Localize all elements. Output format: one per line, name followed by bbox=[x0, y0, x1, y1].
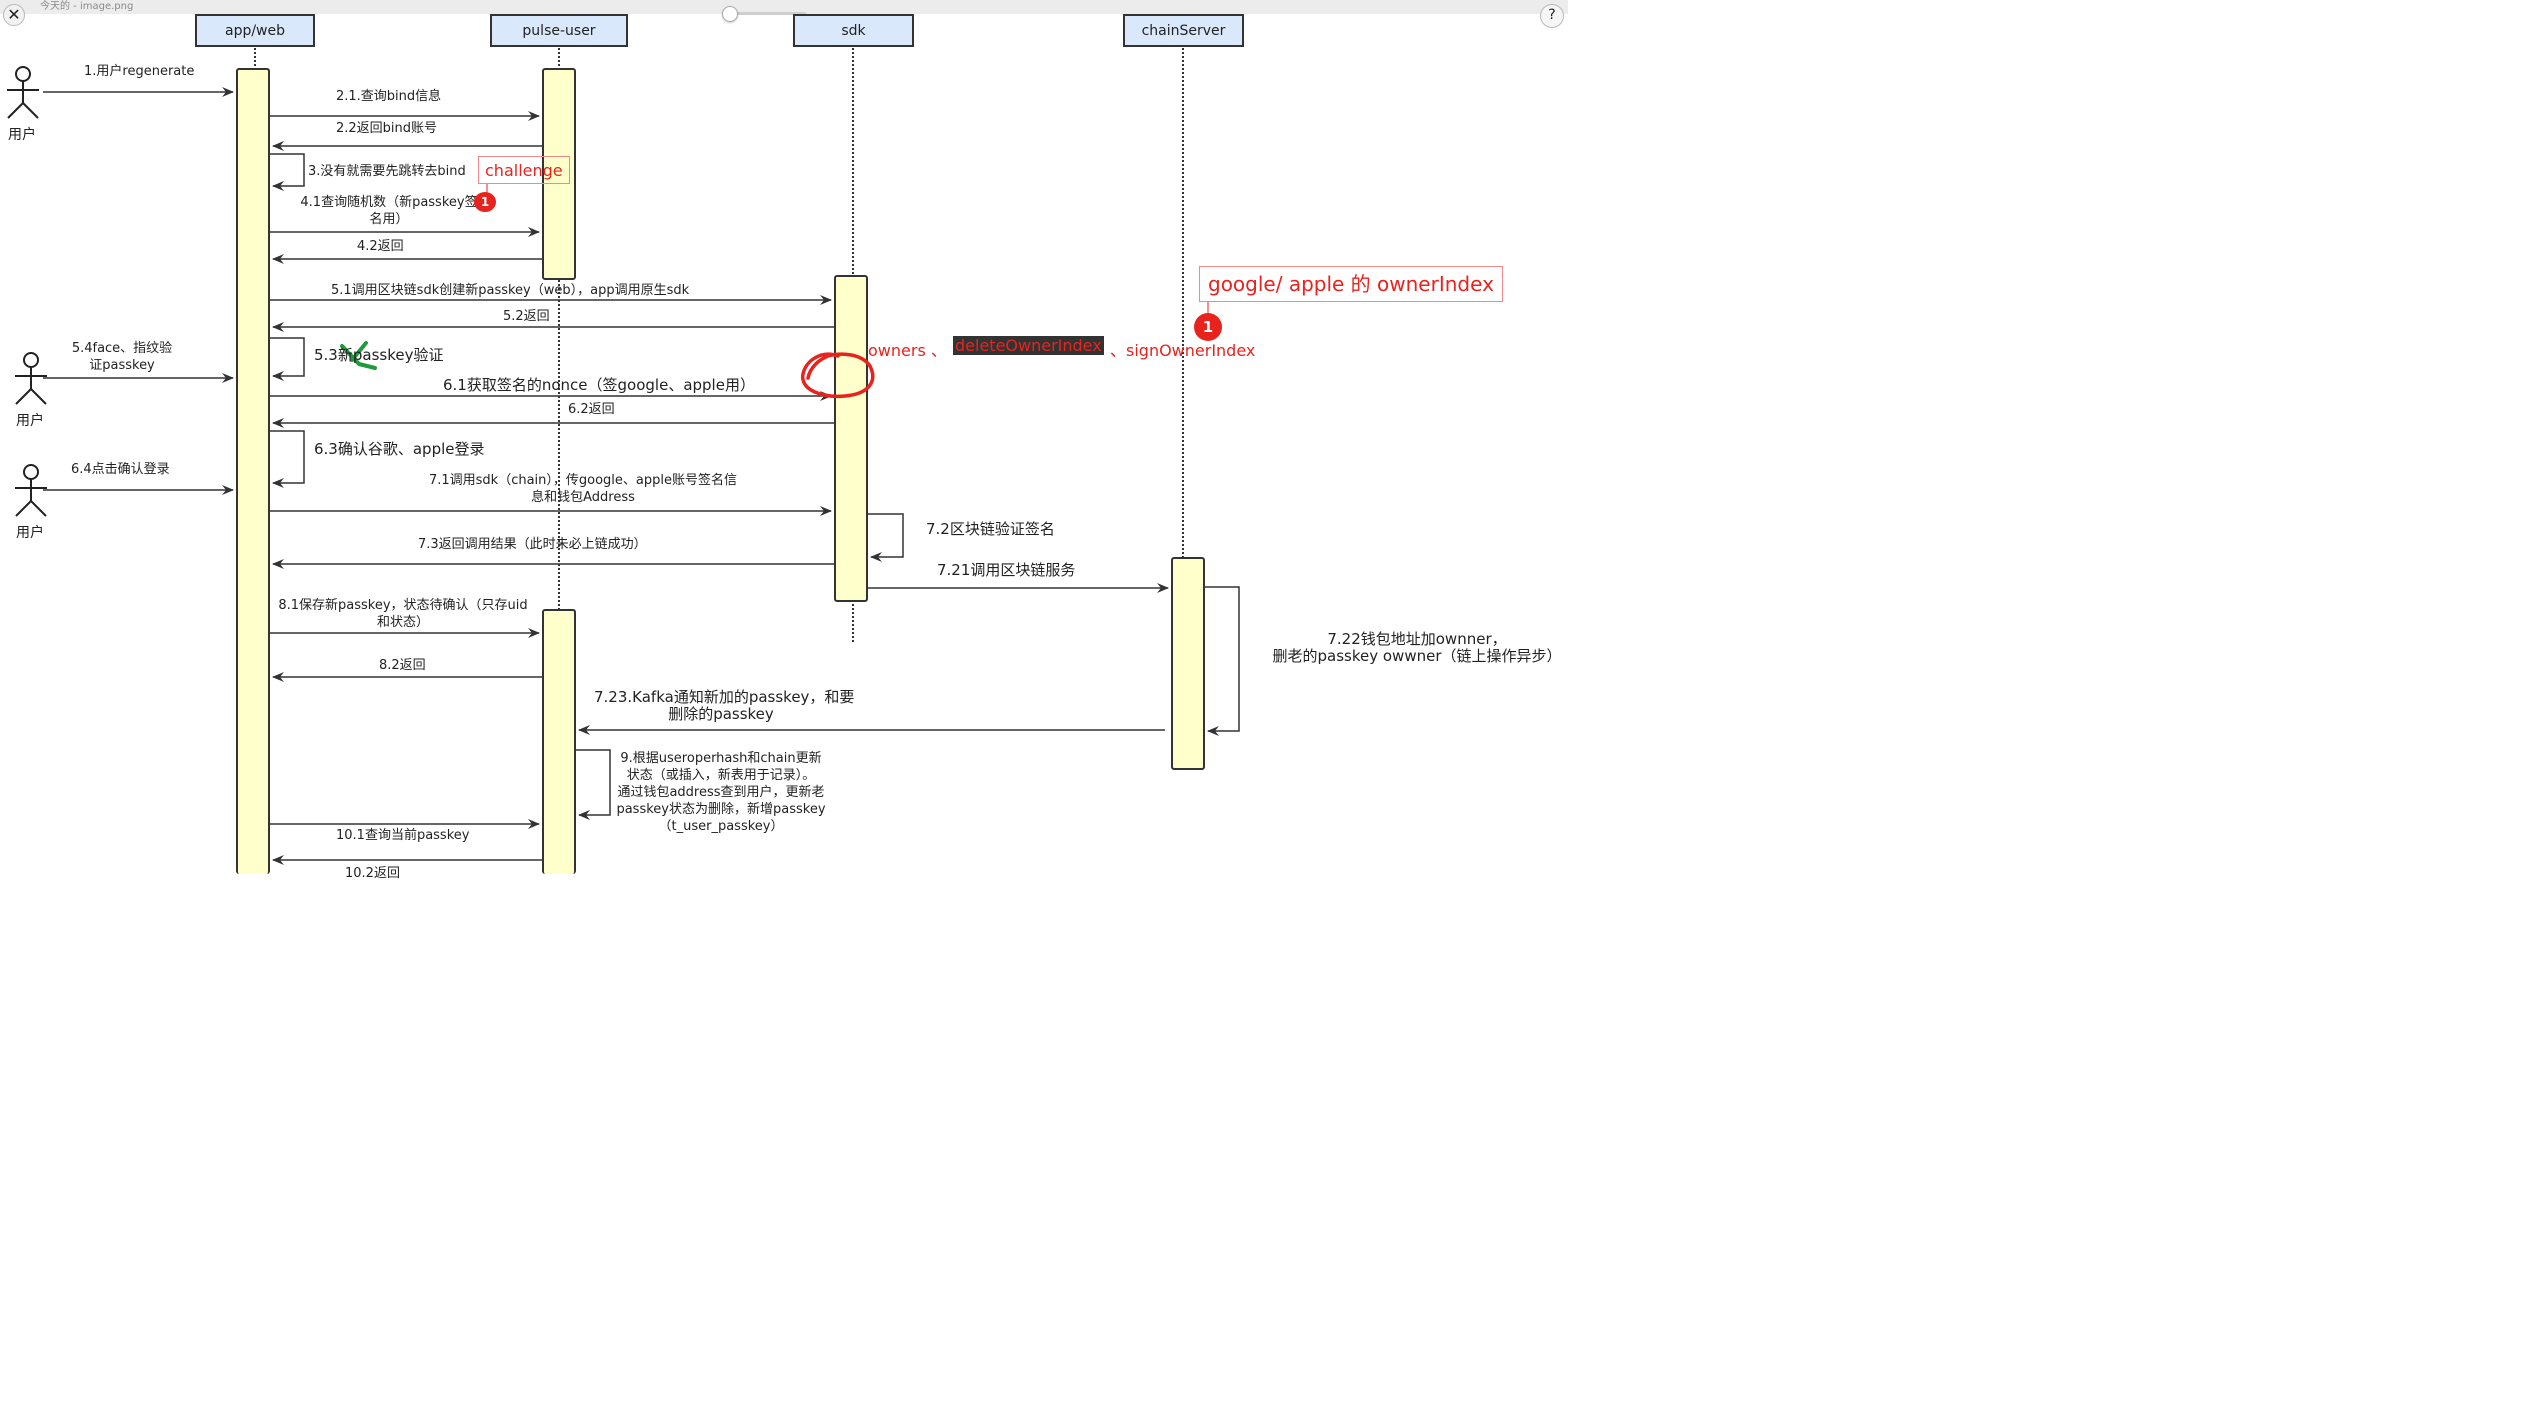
message-3: 3.没有就需要先跳转去bind bbox=[308, 164, 466, 179]
circle-scribble-icon bbox=[801, 352, 875, 399]
zoom-slider[interactable] bbox=[722, 6, 808, 22]
help-button[interactable]: ? bbox=[1540, 4, 1564, 28]
arrow-7-2 bbox=[868, 513, 904, 562]
message-4-2: 4.2返回 bbox=[357, 239, 404, 254]
image-title: 今天的 - image.png bbox=[40, 1, 134, 12]
arrow-5-3 bbox=[270, 337, 305, 381]
message-6-3: 6.3确认谷歌、apple登录 bbox=[314, 440, 485, 458]
message-7-1-line-2: 息和钱包Address bbox=[531, 490, 635, 505]
message-1: 1.用户regenerate bbox=[84, 64, 195, 79]
participant-pulse-user: pulse-user bbox=[490, 14, 628, 47]
message-8-1-line-1: 8.1保存新passkey，状态待确认（只存uid bbox=[278, 598, 528, 613]
challenge-annotation: challenge bbox=[478, 156, 570, 184]
message-7-23-line-1: 7.23.Kafka通知新加的passkey，和要 bbox=[594, 688, 855, 706]
lifeline-pulse-user bbox=[558, 48, 560, 874]
activation-pulse-user-1 bbox=[542, 68, 576, 280]
lifeline-chain-server bbox=[1182, 48, 1184, 558]
zoom-track bbox=[730, 12, 806, 15]
message-5-3: 5.3新passkey验证 bbox=[314, 346, 444, 364]
participant-sdk: sdk bbox=[793, 14, 914, 47]
message-8-1-line-2: 和状态） bbox=[376, 615, 429, 630]
message-7-2: 7.2区块链验证签名 bbox=[926, 520, 1055, 538]
message-9-line-4: passkey状态为删除，新增passkey bbox=[616, 802, 826, 817]
message-7-3: 7.3返回调用结果（此时未必上链成功） bbox=[418, 537, 647, 552]
message-9-line-3: 通过钱包address查到用户，更新老 bbox=[617, 785, 825, 800]
message-9-line-5: （t_user_passkey） bbox=[658, 819, 784, 834]
message-7-1: 7.1调用sdk（chain），传google、apple账号签名信 息和钱包A… bbox=[410, 472, 756, 506]
owners-annotation: owners 、 bbox=[868, 341, 947, 360]
message-5-1: 5.1调用区块链sdk创建新passkey（web），app调用原生sdk bbox=[331, 283, 690, 298]
actor-label: 用户 bbox=[8, 127, 36, 143]
arrow-6-3 bbox=[270, 430, 305, 488]
message-5-2: 5.2返回 bbox=[503, 309, 550, 324]
message-9-line-1: 9.根据useroperhash和chain更新 bbox=[620, 751, 822, 766]
message-10-1: 10.1查询当前passkey bbox=[336, 828, 470, 843]
message-5-4: 5.4face、指纹验 证passkey bbox=[66, 340, 178, 374]
viewer-toolbar: 今天的 - image.png bbox=[0, 0, 1568, 14]
arrow-7-22 bbox=[1205, 586, 1240, 736]
arrow-3 bbox=[270, 153, 305, 191]
message-8-1: 8.1保存新passkey，状态待确认（只存uid 和状态） bbox=[272, 597, 534, 631]
delete-owner-index-annotation: deleteOwnerIndex bbox=[953, 336, 1104, 355]
message-4-1-line-1: 4.1查询随机数（新passkey签 bbox=[300, 195, 478, 210]
activation-sdk bbox=[834, 275, 868, 602]
checkmark-icon bbox=[340, 341, 377, 370]
activation-app-web bbox=[236, 68, 270, 874]
number-badge-icon: 1 bbox=[474, 192, 496, 212]
message-6-2: 6.2返回 bbox=[568, 402, 615, 417]
message-2-1: 2.1.查询bind信息 bbox=[336, 89, 442, 104]
message-2-2: 2.2返回bind账号 bbox=[336, 121, 438, 136]
message-10-2: 10.2返回 bbox=[345, 866, 400, 881]
message-7-22-line-1: 7.22钱包地址加ownner， bbox=[1327, 630, 1507, 648]
message-7-22: 7.22钱包地址加ownner， 删老的passkey owwner（链上操作异… bbox=[1262, 631, 1572, 665]
message-7-21: 7.21调用区块链服务 bbox=[937, 561, 1076, 579]
message-4-1: 4.1查询随机数（新passkey签 名用） bbox=[300, 194, 478, 228]
message-5-4-line-2: 证passkey bbox=[89, 358, 155, 373]
message-4-1-line-2: 名用） bbox=[369, 212, 409, 227]
activation-chain-server bbox=[1171, 557, 1205, 770]
actor-label: 用户 bbox=[16, 525, 44, 541]
number-badge-icon: 1 bbox=[1194, 313, 1222, 341]
message-5-4-line-1: 5.4face、指纹验 bbox=[71, 341, 173, 356]
zoom-knob[interactable] bbox=[722, 6, 738, 22]
actor-user-icon bbox=[15, 352, 47, 405]
sequence-diagram-lines bbox=[7, 66, 1240, 865]
message-7-23-line-2: 删除的passkey bbox=[668, 705, 774, 723]
message-9: 9.根据useroperhash和chain更新 状态（或插入，新表用于记录）。… bbox=[608, 750, 834, 835]
actor-user-icon bbox=[7, 66, 39, 119]
close-icon[interactable]: ✕ bbox=[3, 4, 25, 26]
actor-user-icon bbox=[15, 464, 47, 517]
message-6-4: 6.4点击确认登录 bbox=[71, 462, 170, 477]
message-7-23: 7.23.Kafka通知新加的passkey，和要 删除的passkey bbox=[594, 688, 855, 723]
owner-index-annotation: google/ apple 的 ownerIndex bbox=[1199, 266, 1503, 302]
message-9-line-2: 状态（或插入，新表用于记录）。 bbox=[626, 768, 816, 783]
message-8-2: 8.2返回 bbox=[379, 658, 426, 673]
message-6-1: 6.1获取签名的nonce（签google、apple用） bbox=[443, 376, 755, 394]
activation-pulse-user-2 bbox=[542, 609, 576, 874]
message-7-1-line-1: 7.1调用sdk（chain），传google、apple账号签名信 bbox=[428, 473, 738, 488]
participant-chain-server: chainServer bbox=[1123, 14, 1244, 47]
arrow-9 bbox=[576, 749, 611, 820]
message-7-22-line-2: 删老的passkey owwner（链上操作异步） bbox=[1272, 647, 1562, 665]
participant-app-web: app/web bbox=[195, 14, 315, 47]
actor-label: 用户 bbox=[16, 413, 44, 429]
sign-owner-index-annotation: 、signOwnerIndex bbox=[1110, 341, 1256, 360]
